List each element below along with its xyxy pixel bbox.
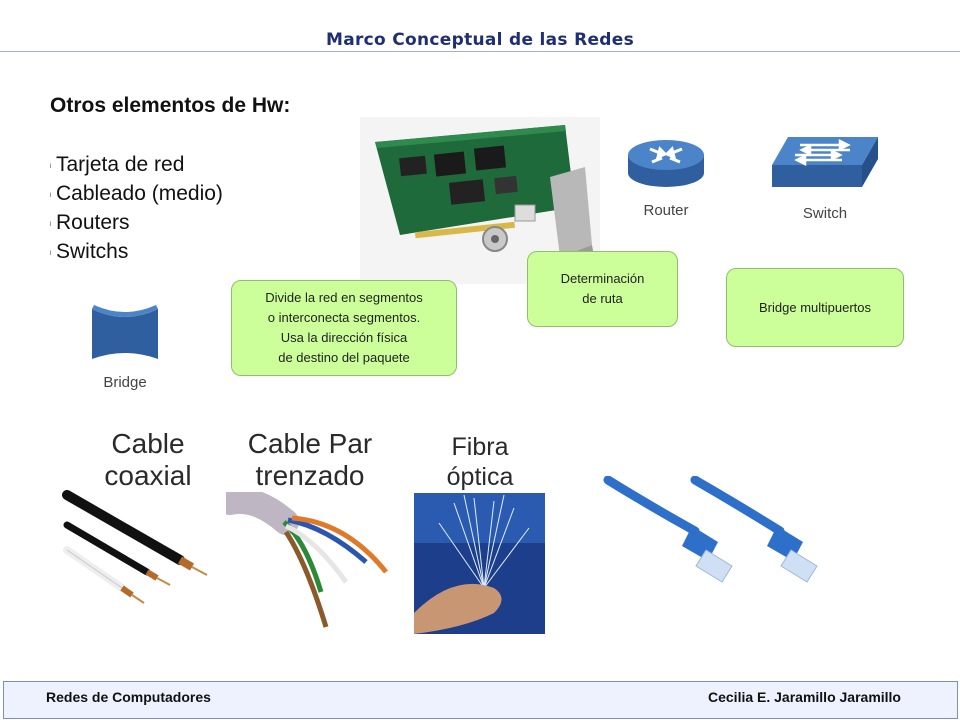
caption-line: Fibra bbox=[451, 433, 509, 461]
twisted-pair-caption: Cable Par trenzado bbox=[240, 428, 380, 492]
callout-line: Divide la red en segmentos bbox=[265, 290, 423, 305]
slide-heading: Otros elementos de Hw: bbox=[50, 94, 291, 117]
list-item: l Tarjeta de red bbox=[50, 150, 223, 179]
callout-router-description: Determinación de ruta bbox=[527, 251, 678, 327]
switch-label: Switch bbox=[802, 205, 848, 222]
list-item: l Routers bbox=[50, 208, 223, 237]
bullet-marker: l bbox=[50, 222, 52, 228]
list-item: l Switchs bbox=[50, 237, 223, 266]
footer-course-name: Redes de Computadores bbox=[46, 689, 211, 705]
callout-line: Bridge multipuertos bbox=[759, 299, 871, 315]
callout-line: Determinación bbox=[560, 271, 645, 286]
page-header-title: Marco Conceptual de las Redes bbox=[325, 30, 635, 50]
coax-cable-image bbox=[62, 490, 212, 620]
fiber-optic-caption: Fibra óptica bbox=[430, 432, 530, 492]
caption-line: trenzado bbox=[255, 460, 365, 491]
caption-line: Cable Par bbox=[247, 428, 373, 459]
bullet-marker: l bbox=[50, 251, 52, 257]
list-item-label: Switchs bbox=[56, 240, 129, 263]
header-divider bbox=[0, 51, 960, 52]
patch-cable-image bbox=[600, 475, 840, 586]
bridge-icon: Bridge bbox=[90, 303, 170, 393]
network-card-image bbox=[360, 117, 600, 284]
caption-line: óptica bbox=[446, 463, 514, 491]
callout-bridge-description: Divide la red en segmentos o interconect… bbox=[231, 280, 457, 376]
callout-line: o interconecta segmentos. bbox=[267, 310, 421, 325]
bullet-marker: l bbox=[50, 193, 52, 199]
caption-line: Cable bbox=[111, 428, 185, 459]
twisted-pair-image bbox=[217, 487, 396, 632]
router-icon: Router bbox=[622, 127, 710, 222]
callout-line: de destino del paquete bbox=[278, 350, 410, 365]
bridge-label: Bridge bbox=[103, 374, 147, 391]
fiber-optic-image bbox=[414, 493, 545, 634]
footer-author-name: Cecilia E. Jaramillo Jaramillo bbox=[708, 689, 901, 705]
router-label: Router bbox=[643, 202, 689, 219]
callout-line: de ruta bbox=[582, 291, 623, 306]
switch-icon: Switch bbox=[770, 135, 880, 225]
list-item-label: Cableado (medio) bbox=[56, 182, 223, 205]
bullet-marker: l bbox=[50, 164, 52, 170]
list-item: l Cableado (medio) bbox=[50, 179, 223, 208]
callout-switch-description: Bridge multipuertos bbox=[726, 268, 904, 347]
caption-line: coaxial bbox=[104, 460, 192, 491]
list-item-label: Routers bbox=[56, 211, 130, 234]
callout-line: Usa la dirección física bbox=[280, 330, 408, 345]
list-item-label: Tarjeta de red bbox=[56, 153, 185, 176]
footer-bar bbox=[3, 681, 958, 719]
coax-cable-caption: Cable coaxial bbox=[98, 428, 198, 492]
